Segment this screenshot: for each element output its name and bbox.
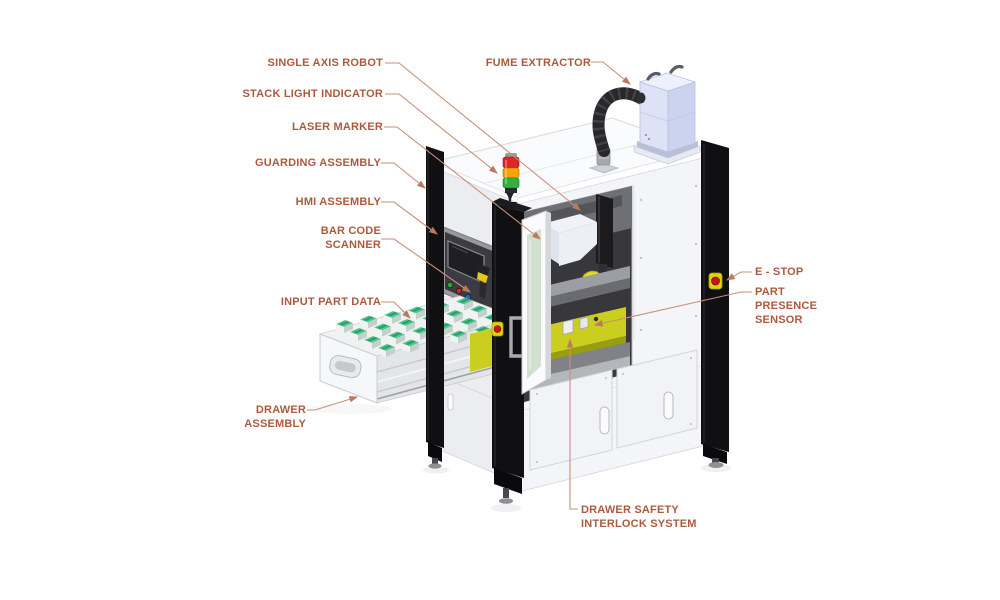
label-bar-code-scanner: BAR CODE SCANNER bbox=[320, 225, 381, 251]
label-laser-marker: LASER MARKER bbox=[291, 121, 383, 133]
guarding-pillar-left bbox=[426, 146, 444, 469]
label-single-axis-robot: SINGLE AXIS ROBOT bbox=[267, 57, 383, 69]
stack-light-icon bbox=[502, 153, 520, 210]
floor-shadows bbox=[308, 404, 731, 512]
leader-drawer-safety bbox=[566, 338, 578, 510]
label-part-presence-sensor: PART PRESENCE SENSOR bbox=[755, 286, 818, 326]
safety-door bbox=[509, 210, 551, 395]
fume-extractor-icon bbox=[633, 64, 701, 165]
e-stop-button bbox=[708, 272, 723, 290]
leader-single-axis-robot bbox=[385, 62, 581, 211]
part-presence-sensor-graphic bbox=[562, 316, 599, 335]
leader-input-part-data bbox=[381, 301, 411, 319]
label-drawer-safety-interlock: DRAWER SAFETY INTERLOCK SYSTEM bbox=[581, 504, 697, 530]
label-input-part-data: INPUT PART DATA bbox=[280, 296, 381, 308]
leader-drawer-assembly bbox=[307, 396, 359, 411]
guarding-pillar-front bbox=[491, 198, 532, 504]
lower-cabinet-doors bbox=[529, 349, 698, 471]
label-hmi-assembly: HMI ASSEMBLY bbox=[295, 196, 381, 208]
drawer-interlock-button bbox=[491, 321, 504, 337]
leader-hmi bbox=[381, 201, 438, 235]
label-fume-extractor: FUME EXTRACTOR bbox=[485, 57, 591, 69]
door-handle bbox=[599, 406, 610, 435]
extractor-handle bbox=[669, 64, 684, 74]
label-drawer-assembly: DRAWER ASSEMBLY bbox=[244, 404, 306, 430]
door-glass bbox=[527, 229, 541, 379]
label-guarding-assembly: GUARDING ASSEMBLY bbox=[254, 157, 381, 169]
leader-laser-marker bbox=[384, 126, 541, 240]
hmi-green-button bbox=[446, 281, 454, 289]
leader-barcode bbox=[381, 238, 471, 293]
door-pull-handle bbox=[509, 316, 522, 358]
leader-e-stop bbox=[726, 271, 752, 281]
fume-hose bbox=[588, 87, 648, 174]
hmi-red-button bbox=[455, 287, 463, 295]
label-stack-light-indicator: STACK LIGHT INDICATOR bbox=[242, 88, 383, 100]
guarding-pillar-right bbox=[701, 140, 729, 468]
leader-lines bbox=[307, 61, 752, 510]
leader-part-presence bbox=[593, 291, 752, 327]
extractor-handle bbox=[646, 71, 661, 81]
leader-stack-light bbox=[385, 93, 498, 174]
drawer-assembly-graphic bbox=[318, 295, 519, 404]
label-e-stop: E - STOP bbox=[755, 266, 804, 278]
door-handle bbox=[663, 391, 674, 420]
leader-fume-extractor bbox=[591, 61, 631, 85]
leader-guarding bbox=[381, 162, 426, 189]
